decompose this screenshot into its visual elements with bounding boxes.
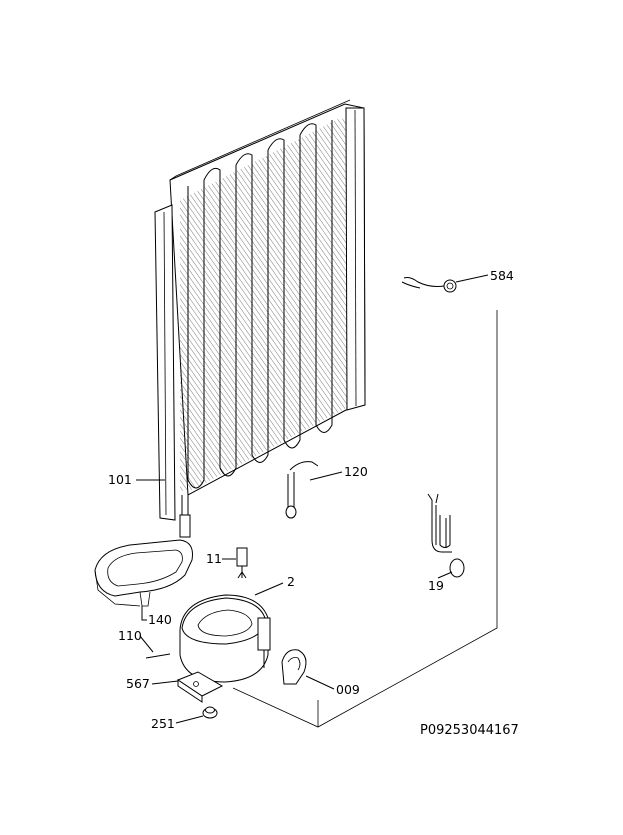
- cabinet-outline: [232, 310, 498, 728]
- part-110-pin: [145, 653, 171, 659]
- label-101: 101: [108, 472, 132, 487]
- label-110: 110: [118, 628, 142, 643]
- label-19: 19: [428, 578, 444, 593]
- label-140: 140: [148, 612, 172, 627]
- label-11: 11: [206, 551, 222, 566]
- part-567-base-plate: [176, 671, 224, 703]
- label-567: 567: [126, 676, 150, 691]
- leader-lines: [136, 274, 489, 724]
- part-584-sensor: [401, 277, 457, 293]
- part-2-compressor: [179, 594, 271, 683]
- part-009-clamp: [281, 649, 307, 685]
- part-120-filter-drier: [285, 461, 319, 519]
- part-11-valve: [236, 547, 248, 579]
- label-251: 251: [151, 716, 175, 731]
- part-140-drip-tray: [94, 539, 193, 607]
- drawing-code: P09253044167: [420, 723, 519, 738]
- condenser: [154, 99, 366, 538]
- part-19-relay: [427, 493, 465, 578]
- label-009: 009: [336, 682, 360, 697]
- label-120: 120: [344, 464, 368, 479]
- label-2: 2: [287, 574, 295, 589]
- label-584: 584: [490, 268, 514, 283]
- part-251-grommet: [202, 706, 218, 719]
